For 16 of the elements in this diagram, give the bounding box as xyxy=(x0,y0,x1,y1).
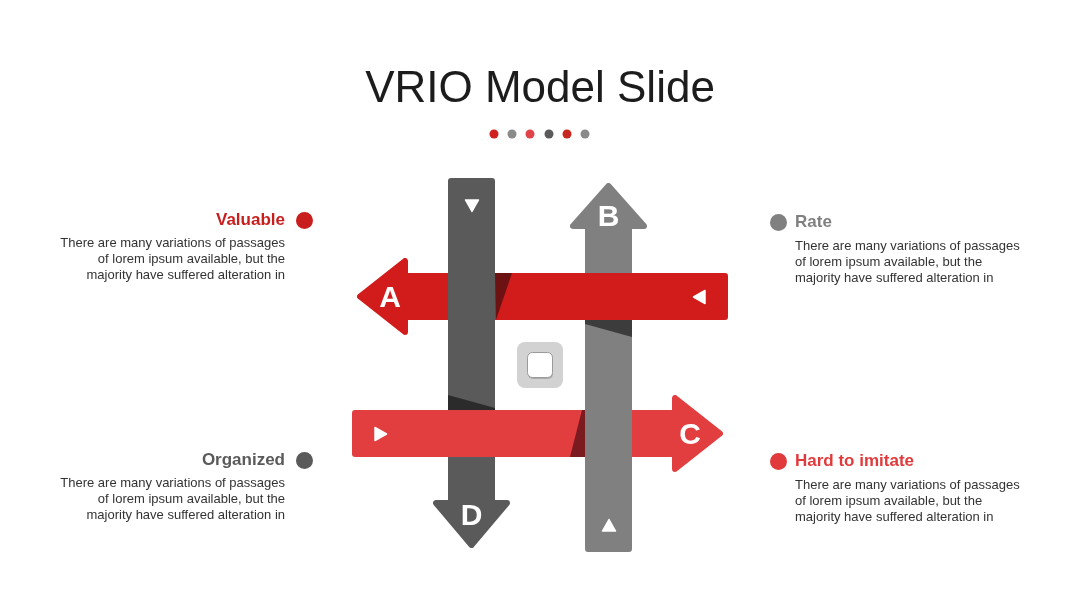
description-text: There are many variations of passages of lorem ipsum available, but the majority have suffered alteration in xyxy=(795,477,1021,525)
slide-title: VRIO Model Slide xyxy=(365,61,715,113)
category-heading: Organized xyxy=(201,449,285,471)
arrow-letter: D xyxy=(460,500,483,530)
arrow-shape xyxy=(433,178,510,548)
arrow-letter: A xyxy=(379,281,401,312)
arrow-shape xyxy=(352,395,723,472)
category-heading: Rate xyxy=(795,211,832,233)
description-text: There are many variations of passages of lorem ipsum available, but the majority have suffered alteration in xyxy=(795,238,1021,286)
description-text: There are many variations of passages of lorem ipsum available, but the majority have suffered alteration in xyxy=(59,475,285,523)
arrow-letter: B xyxy=(597,201,620,231)
description-text: There are many variations of passages of lorem ipsum available, but the majority have suffered alteration in xyxy=(59,235,285,283)
arrow-letter: C xyxy=(679,418,701,449)
arrow-shape xyxy=(570,183,647,552)
category-heading: Hard to imitate xyxy=(795,450,915,472)
category-heading: Valuable xyxy=(216,209,285,231)
